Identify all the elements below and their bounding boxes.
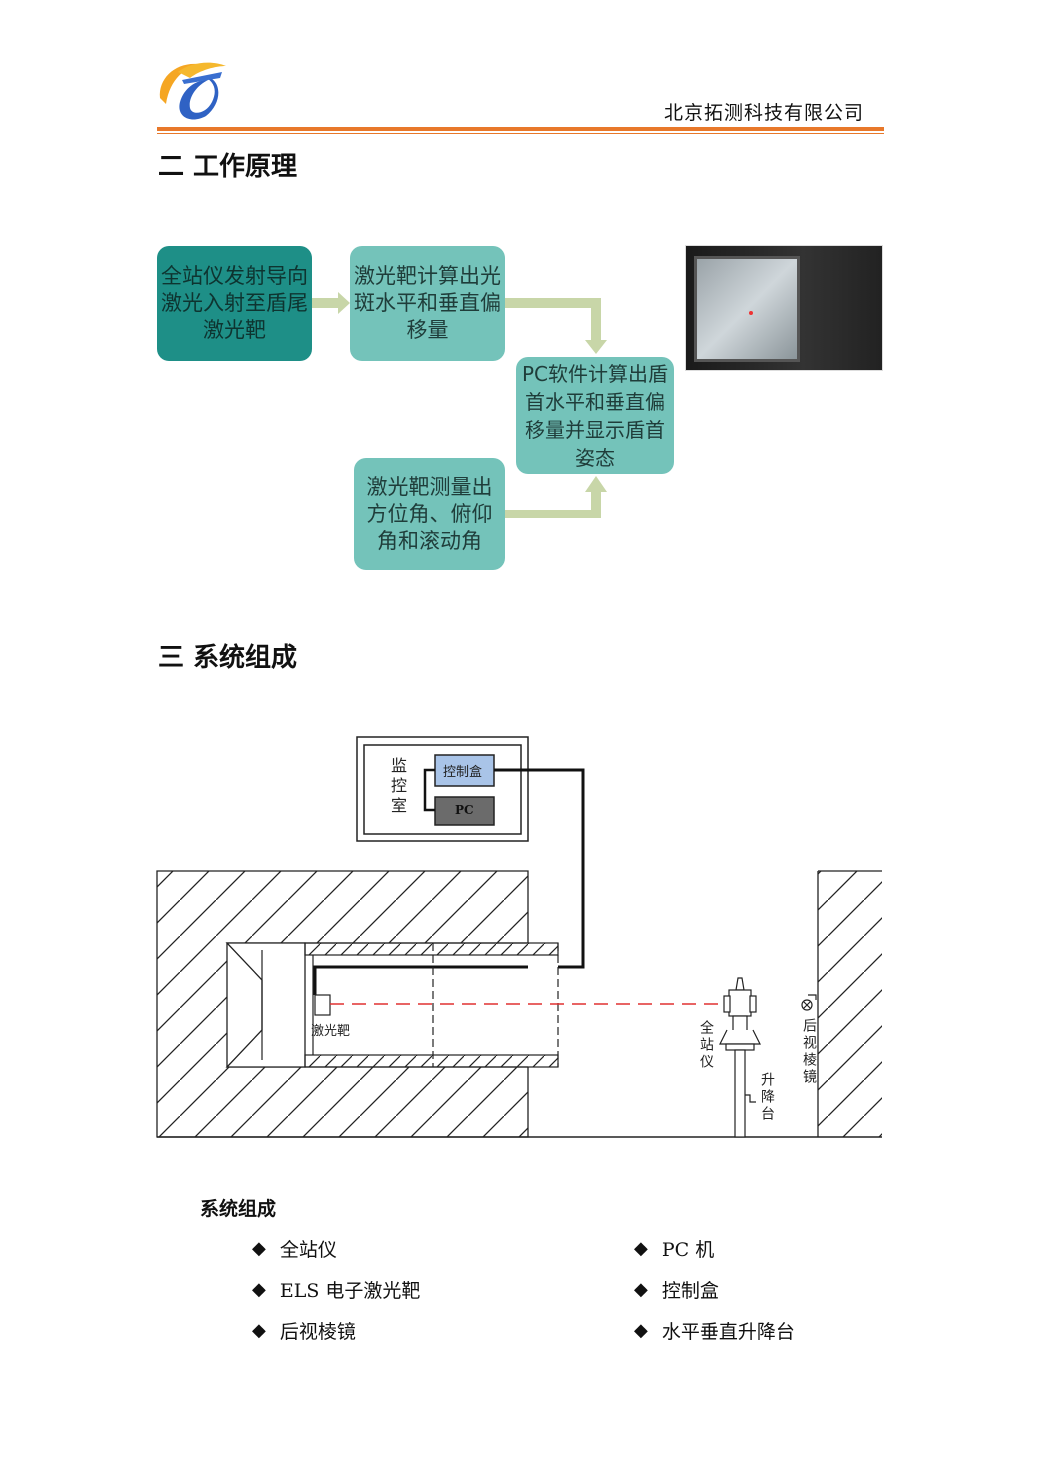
monitor-room-outer (356, 736, 529, 842)
diamond-bullet-icon: ◆ (634, 1238, 648, 1259)
company-name: 北京拓测科技有限公司 (664, 102, 865, 124)
flow-box-offset: 激光靶计算出光斑水平和垂直偏移量 (350, 246, 505, 361)
component-item: ◆ELS 电子激光靶 (252, 1279, 421, 1302)
section-title-working-principle: 二 工作原理 (158, 152, 298, 182)
flow-box-emit: 全站仪发射导向激光入射至盾尾激光靶 (157, 246, 312, 361)
segment-bottom (304, 1054, 559, 1068)
flow-arrows (312, 292, 607, 518)
component-item: ◆控制盒 (634, 1279, 719, 1302)
total-station-icon (719, 977, 761, 1138)
header-rule-thin (157, 133, 884, 134)
company-logo (159, 62, 226, 120)
diamond-bullet-icon: ◆ (252, 1279, 266, 1300)
diamond-bullet-icon: ◆ (634, 1320, 648, 1341)
shield (225, 942, 306, 1068)
backsight-prism-label: 后视棱镜 (801, 1018, 817, 1086)
laser-target (314, 994, 331, 1016)
total-station-label: 全站仪 (698, 1020, 714, 1071)
segment-top (304, 942, 559, 956)
arrow-icon (312, 292, 350, 314)
right-rock-wall (818, 871, 882, 1137)
flow-box-angles: 激光靶测量出方位角、俯仰角和滚动角 (354, 458, 505, 570)
diamond-bullet-icon: ◆ (252, 1320, 266, 1341)
pc-label: PC (455, 803, 474, 817)
laser-target-label: 激光靶 (311, 1024, 351, 1039)
monitor-room-label: 监控室 (388, 757, 407, 817)
arrow-icon (505, 476, 607, 518)
laser-target-photo (686, 246, 882, 370)
signal-cable (313, 768, 585, 995)
component-item: ◆PC 机 (634, 1238, 715, 1261)
component-item: ◆水平垂直升降台 (634, 1320, 795, 1343)
pc-cable (423, 768, 435, 812)
diamond-bullet-icon: ◆ (252, 1238, 266, 1259)
section-title-system-composition: 三 系统组成 (158, 643, 298, 673)
lift-platform-label: 升降台 (759, 1072, 775, 1123)
components-title: 系统组成 (200, 1198, 277, 1220)
arrow-icon (505, 298, 607, 354)
component-item: ◆后视棱镜 (252, 1320, 356, 1343)
flow-box-pc: PC软件计算出盾首水平和垂直偏移量并显示盾首姿态 (516, 357, 674, 474)
component-item: ◆全站仪 (252, 1238, 337, 1261)
system-diagram (156, 736, 882, 1138)
backsight-prism-icon (801, 994, 817, 1011)
header-rule (157, 127, 884, 131)
control-box-label: 控制盒 (443, 765, 483, 780)
diamond-bullet-icon: ◆ (634, 1279, 648, 1300)
monitor-room-inner (363, 744, 522, 835)
